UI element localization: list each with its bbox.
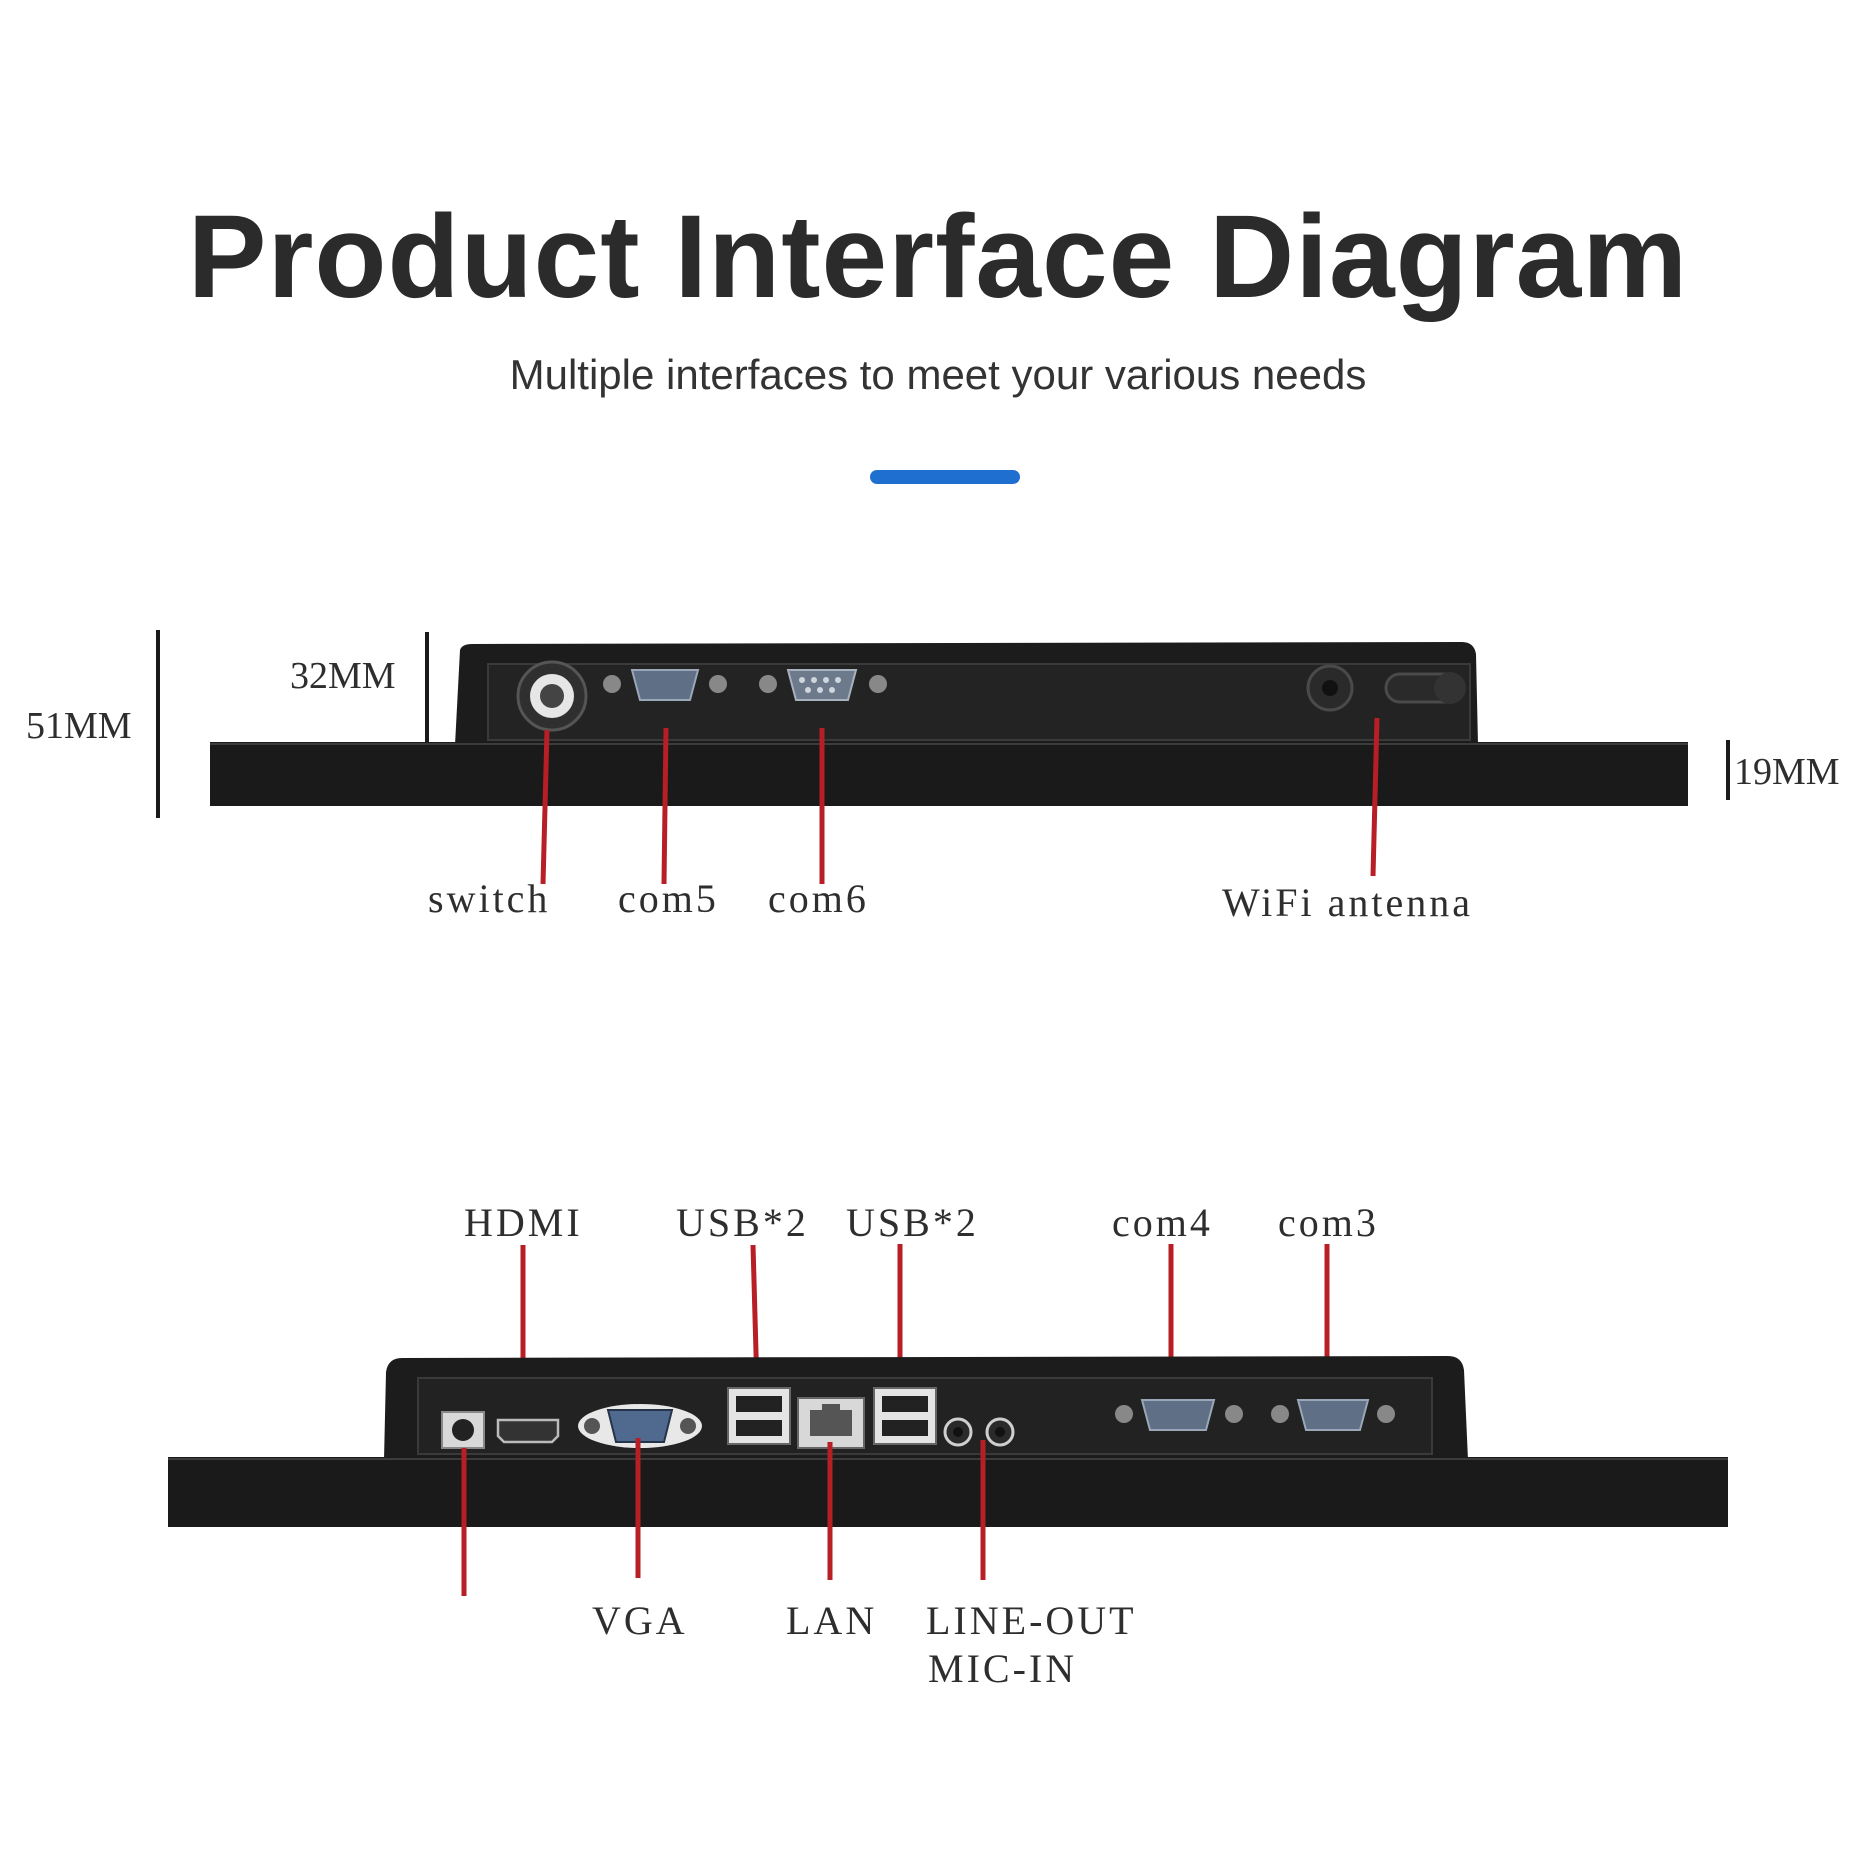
lan-port-icon [797,1397,865,1449]
switch-callout-line [540,729,550,885]
wifi-callout-line [1370,717,1380,877]
vga-port-icon [578,1404,702,1448]
dc-power-port-icon [441,1411,485,1449]
com6-label: com6 [768,876,869,921]
usb-stack-b-icon [873,1387,937,1445]
switch-label: switch [428,876,550,921]
wifi-antenna-icon [1306,664,1466,712]
wifi-antenna-label: WiFi antenna [1222,880,1473,925]
hdmi-label: HDMI [464,1200,583,1245]
panel-thickness-label: 19MM [1734,751,1840,793]
com3-port-icon [1271,1399,1395,1431]
lan-label: LAN [786,1598,877,1643]
usb-b-label: USB*2 [846,1200,979,1245]
bottom-view-device [168,1356,1728,1527]
accent-divider [870,470,1020,484]
power-switch-icon [516,660,588,732]
line-out-label: LINE-OUT [926,1598,1137,1643]
page-title: Product Interface Diagram [187,191,1689,323]
vga-label: VGA [592,1598,688,1643]
top-housing-inset [487,663,1471,741]
top-front-panel [210,742,1688,806]
page-subtitle: Multiple interfaces to meet your various… [509,351,1367,398]
mic-in-label: MIC-IN [928,1646,1077,1691]
line-out-jack-icon [943,1417,973,1447]
housing-height-label: 32MM [290,655,396,697]
com5-label: com5 [618,876,719,921]
bottom-front-panel [168,1457,1728,1527]
com5-callout-line [661,727,669,885]
total-height-label: 51MM [26,705,132,747]
top-view-device [210,642,1688,806]
com5-port-icon [603,669,727,701]
com3-label: com3 [1278,1200,1379,1245]
com4-label: com4 [1112,1200,1213,1245]
com4-port-icon [1115,1399,1243,1431]
hdmi-port-icon [496,1418,560,1444]
usb-a-label: USB*2 [676,1200,809,1245]
com6-port-icon [759,669,887,701]
usb-stack-a-icon [727,1387,791,1445]
mic-in-jack-icon [985,1417,1015,1447]
